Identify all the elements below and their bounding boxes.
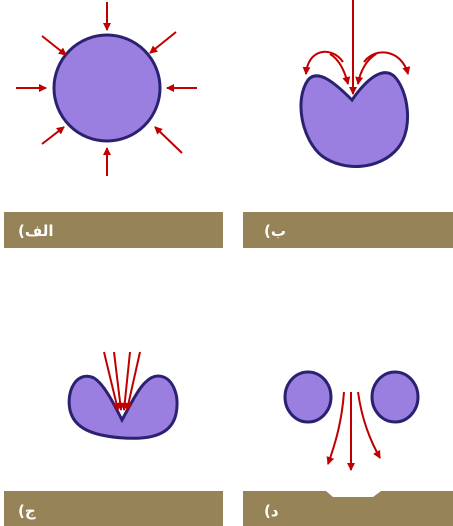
panel-c: ج)	[4, 352, 223, 526]
panel-label-d: د)	[264, 502, 279, 520]
panel-b: ب)	[243, 0, 453, 248]
arrow-curl-right	[364, 52, 408, 74]
panel-label-a: الف)	[18, 222, 54, 240]
droplet-torus-forming	[69, 376, 177, 438]
panel-a: الف)	[4, 2, 223, 248]
droplet-indented	[301, 73, 408, 167]
arrow-curl-left	[306, 52, 343, 74]
arrow-top-left	[42, 36, 66, 55]
arrow-bottom-left	[42, 127, 64, 144]
panel-label-b: ب)	[264, 222, 286, 240]
panel-label-c: ج)	[18, 502, 36, 520]
arrow-top-right	[150, 32, 176, 53]
droplet-fragment-right	[372, 372, 418, 422]
droplet-fragment-left	[285, 372, 331, 422]
panel-d: د)	[243, 372, 453, 526]
arrow-bottom-right	[155, 127, 182, 153]
label-bar-c	[4, 491, 223, 526]
droplet-sphere	[54, 35, 160, 141]
